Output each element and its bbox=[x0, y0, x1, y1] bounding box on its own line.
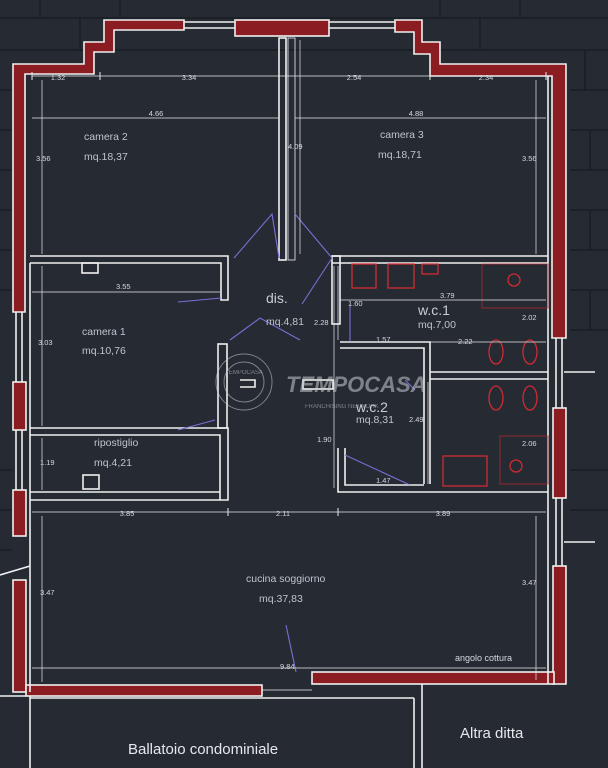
dim-1-32: 1.32 bbox=[51, 73, 66, 82]
room-area-dis: mq.4,81 bbox=[266, 316, 304, 328]
dim-3-85: 3.85 bbox=[120, 509, 135, 518]
dim-1-60: 1.60 bbox=[348, 299, 363, 308]
dim-3-34: 3.34 bbox=[182, 73, 197, 82]
dim-2-02: 2.02 bbox=[522, 313, 537, 322]
dim-3-03: 3.03 bbox=[38, 338, 53, 347]
angolo-cottura-label: angolo cottura bbox=[455, 653, 512, 663]
watermark-brand: TEMPOCASA bbox=[286, 372, 427, 397]
room-area-wc2: mq.8,31 bbox=[356, 414, 394, 426]
dim-4-88: 4.88 bbox=[409, 109, 424, 118]
outside-area-lines bbox=[0, 684, 423, 768]
dim-3-56-right: 3.56 bbox=[522, 154, 537, 163]
room-name-cucina: cucina soggiorno bbox=[246, 573, 326, 585]
dimension-lines bbox=[31, 40, 547, 682]
room-area-cucina: mq.37,83 bbox=[259, 593, 303, 605]
dim-2-49: 2.49 bbox=[409, 415, 424, 424]
room-area-wc1: mq.7,00 bbox=[418, 319, 456, 331]
dim-2-34: 2.34 bbox=[479, 73, 494, 82]
room-name-wc2: w.c.2 bbox=[355, 399, 388, 415]
room-area-camera3: mq.18,71 bbox=[378, 149, 422, 161]
door-swings bbox=[177, 212, 416, 673]
dim-2-54: 2.54 bbox=[347, 73, 362, 82]
ballatoio-label: Ballatoio condominiale bbox=[128, 741, 278, 758]
room-name-wc1: w.c.1 bbox=[417, 302, 450, 318]
bathroom-fixtures bbox=[351, 263, 549, 487]
room-name-camera3: camera 3 bbox=[380, 129, 424, 141]
dim-2-06: 2.06 bbox=[522, 439, 537, 448]
room-area-camera2: mq.18,37 bbox=[84, 151, 128, 163]
dimension-values: 1.32 3.34 2.54 2.34 4.66 4.88 3.56 3.56 … bbox=[36, 73, 537, 671]
interior-walls bbox=[29, 37, 549, 692]
dim-3-47-right: 3.47 bbox=[522, 578, 537, 587]
tempocasa-watermark: TEMPOCASA TEMPOCASA FRANCHISING NETWORK bbox=[215, 353, 427, 411]
dim-3-47-left: 3.47 bbox=[40, 588, 55, 597]
dim-2-28: 2.28 bbox=[314, 318, 329, 327]
exterior-labels: Ballatoio condominiale Altra ditta bbox=[128, 725, 524, 758]
dim-3-56-left: 3.56 bbox=[36, 154, 51, 163]
room-name-camera2: camera 2 bbox=[84, 131, 128, 143]
room-labels: camera 2 mq.18,37 camera 3 mq.18,71 dis.… bbox=[82, 129, 512, 663]
dim-3-79: 3.79 bbox=[440, 291, 455, 300]
exterior-walls bbox=[12, 19, 567, 697]
windows bbox=[0, 21, 595, 576]
dim-4-66: 4.66 bbox=[149, 109, 164, 118]
dim-3-55: 3.55 bbox=[116, 282, 131, 291]
room-area-ripostiglio: mq.4,21 bbox=[94, 457, 132, 469]
dim-1-19: 1.19 bbox=[40, 458, 55, 467]
dim-9-84: 9.84 bbox=[280, 662, 295, 671]
room-name-ripostiglio: ripostiglio bbox=[94, 437, 139, 449]
dim-1-47: 1.47 bbox=[376, 476, 391, 485]
room-area-camera1: mq.10,76 bbox=[82, 345, 126, 357]
dim-1-90: 1.90 bbox=[317, 435, 332, 444]
dim-1-57: 1.57 bbox=[376, 335, 391, 344]
watermark-badge-text: TEMPOCASA bbox=[225, 370, 263, 376]
room-name-camera1: camera 1 bbox=[82, 326, 126, 338]
dim-3-89: 3.89 bbox=[436, 509, 451, 518]
watermark-subtitle: FRANCHISING NETWORK bbox=[305, 404, 379, 410]
dim-4-09: 4.09 bbox=[288, 142, 303, 151]
room-name-dis: dis. bbox=[266, 290, 288, 306]
dim-2-22: 2.22 bbox=[458, 337, 473, 346]
dim-2-11: 2.11 bbox=[276, 509, 290, 518]
altra-ditta-label: Altra ditta bbox=[460, 725, 524, 742]
